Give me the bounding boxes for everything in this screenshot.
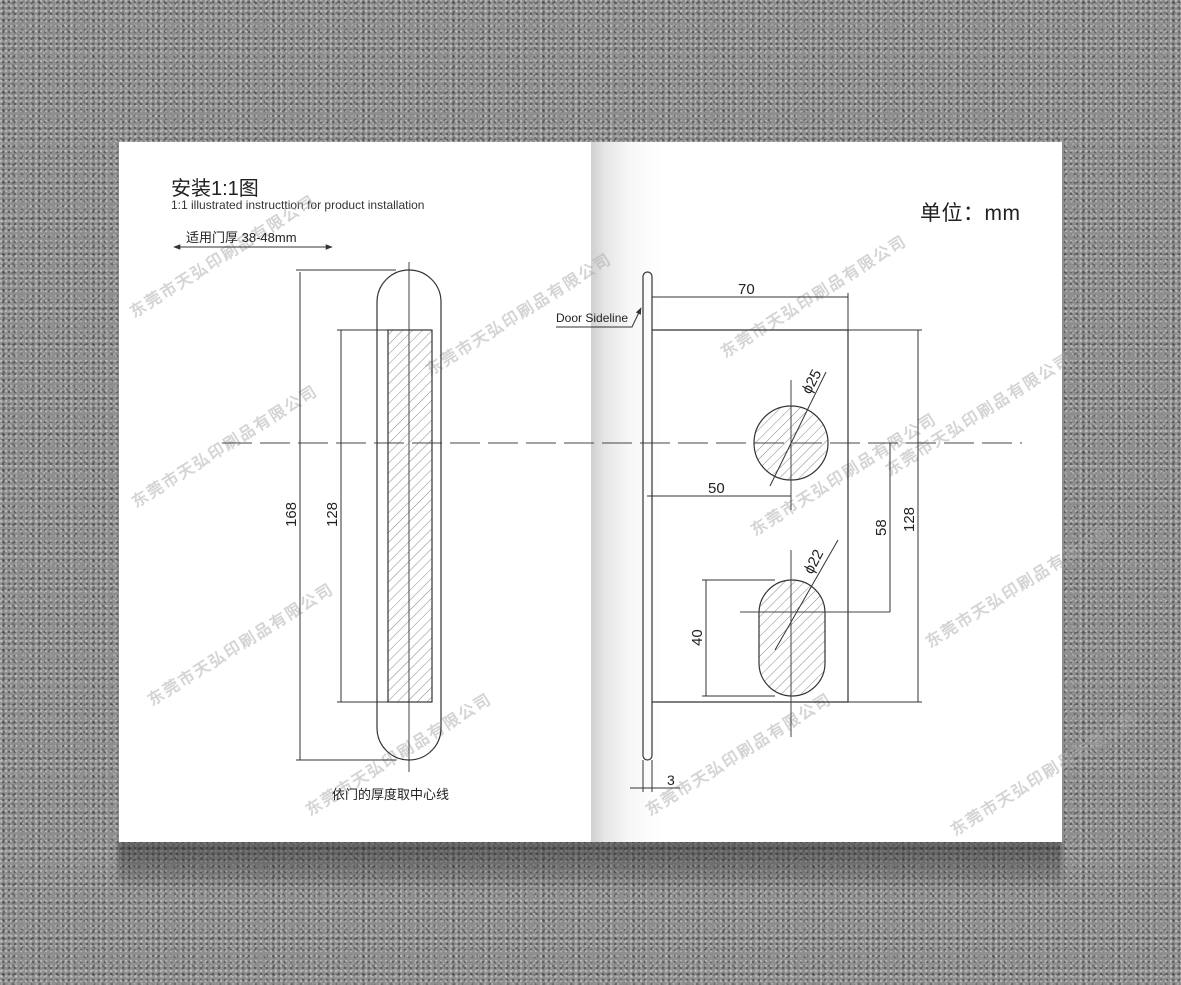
book-shadow [118,842,1062,892]
dimension-50: 50 [708,480,725,497]
dimension-40: 40 [689,629,706,646]
door-sideline-label: Door Sideline [556,311,628,325]
door-thickness-label: 适用门厚 38-48mm [186,230,297,245]
dimension-168: 168 [283,502,300,527]
mortise-outline [652,329,849,703]
hole-small [758,579,826,697]
unit-label: 单位：mm [920,202,1021,225]
page-subtitle: 1:1 illustrated instructtion for product… [171,198,425,212]
hatched-recess [387,329,433,703]
leader-line [769,371,827,487]
dimension-128-left: 128 [324,502,341,527]
dimension-3: 3 [667,772,675,788]
dimension-128-right: 128 [901,507,918,532]
right-page [591,142,1062,842]
door-edge-plate [642,271,653,761]
dimension-phi25: ϕ25 [799,367,826,397]
left-page [119,142,591,842]
pull-outline [376,269,442,761]
dimension-phi22: ϕ22 [801,547,828,577]
dimension-70: 70 [738,281,755,298]
leader-line [774,539,839,651]
door-sideline-arrow [556,307,642,328]
center-note: 依门的厚度取中心线 [332,787,449,802]
page-title: 安装1:1图 [171,178,259,200]
dimension-58: 58 [873,519,890,536]
